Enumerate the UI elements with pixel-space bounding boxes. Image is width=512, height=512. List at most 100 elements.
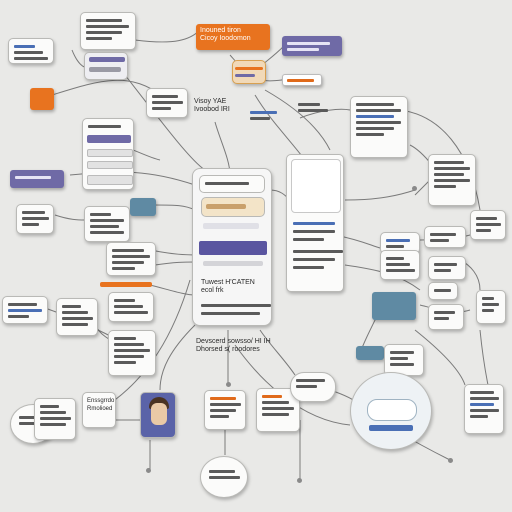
text-line bbox=[470, 391, 494, 394]
text-line bbox=[356, 121, 401, 124]
note-right-3 bbox=[470, 210, 506, 240]
bottom-card-line-2: Rmolioed bbox=[87, 406, 113, 412]
gray-bar bbox=[89, 67, 121, 72]
note-right-10 bbox=[384, 344, 424, 376]
text-line bbox=[482, 309, 495, 312]
text-line bbox=[86, 19, 122, 22]
orange-strip bbox=[100, 282, 152, 287]
text-line bbox=[386, 239, 410, 242]
text-line bbox=[114, 355, 144, 358]
center-image-block bbox=[201, 197, 265, 217]
text-line bbox=[386, 257, 404, 260]
text-line bbox=[88, 125, 121, 128]
text-line bbox=[86, 31, 122, 34]
label-small bbox=[248, 108, 284, 123]
text-line bbox=[390, 351, 414, 354]
text-line bbox=[210, 415, 229, 418]
text-line bbox=[434, 173, 464, 176]
text-line bbox=[476, 217, 497, 220]
text-line bbox=[250, 117, 270, 120]
input-bar bbox=[87, 149, 133, 157]
text-line bbox=[62, 305, 81, 308]
note-bottom-2 bbox=[204, 390, 246, 430]
text-line bbox=[40, 411, 66, 414]
connector-dot bbox=[412, 186, 417, 191]
text-line bbox=[356, 109, 401, 112]
purple-bar bbox=[87, 135, 131, 143]
text-line bbox=[112, 249, 144, 252]
input-bar bbox=[87, 161, 133, 169]
text-line bbox=[62, 317, 93, 320]
cloud-node bbox=[290, 372, 336, 402]
text-line bbox=[14, 51, 43, 54]
text-line bbox=[356, 127, 394, 130]
note-right-9 bbox=[428, 304, 464, 330]
text-line bbox=[40, 423, 66, 426]
hub-bar bbox=[235, 67, 263, 70]
small-badge bbox=[282, 74, 322, 86]
input-bar bbox=[203, 223, 259, 229]
text-line bbox=[482, 297, 495, 300]
note-bottom-1 bbox=[34, 398, 76, 440]
text-line bbox=[287, 42, 331, 45]
text-line bbox=[386, 263, 410, 266]
connector-dot bbox=[448, 458, 453, 463]
center-panel: Tuwest H'CATEN ecol frk bbox=[192, 168, 272, 326]
text-line bbox=[112, 261, 144, 264]
text-line bbox=[434, 311, 455, 314]
text-line bbox=[434, 161, 464, 164]
text-line bbox=[293, 222, 335, 225]
text-line bbox=[293, 266, 324, 269]
note-left-6 bbox=[2, 296, 48, 324]
note-left-8 bbox=[108, 330, 156, 376]
text-line bbox=[262, 401, 289, 404]
text-line bbox=[8, 309, 43, 312]
text-line bbox=[210, 403, 241, 406]
text-line bbox=[90, 219, 125, 222]
label-right-of-hub bbox=[296, 100, 336, 115]
text-line bbox=[112, 255, 150, 258]
note-right-5 bbox=[380, 250, 420, 280]
center-header bbox=[199, 175, 265, 193]
note-left-5 bbox=[108, 292, 154, 322]
teal-tag-left bbox=[130, 198, 156, 216]
text-line bbox=[210, 397, 236, 400]
text-line bbox=[114, 311, 149, 314]
text-line bbox=[430, 233, 456, 236]
card-bottom-left: Enssgrrdo Rmolioed bbox=[82, 392, 116, 428]
note-right-6 bbox=[428, 256, 466, 280]
text-line bbox=[434, 269, 451, 272]
text-line bbox=[293, 250, 343, 253]
text-line bbox=[8, 315, 29, 318]
text-line bbox=[390, 357, 408, 360]
text-line bbox=[114, 343, 144, 346]
text-line bbox=[482, 303, 499, 306]
circle-node-bottom bbox=[200, 456, 248, 498]
caption-line-2: Dhorsed s( roodores bbox=[196, 346, 260, 353]
text-line bbox=[90, 213, 111, 216]
text-line bbox=[209, 470, 235, 473]
text-line bbox=[40, 405, 59, 408]
text-line bbox=[14, 57, 49, 60]
text-line bbox=[386, 269, 415, 272]
orange-left-tag bbox=[30, 88, 54, 110]
note-left-2 bbox=[16, 204, 54, 234]
circle-node-large bbox=[350, 372, 432, 450]
purple-bar bbox=[89, 57, 125, 62]
note-right-4 bbox=[424, 226, 466, 248]
caption-line-1: Devscerd sowsso/ HI IH bbox=[196, 338, 271, 345]
text-line bbox=[19, 422, 43, 425]
text-line bbox=[209, 476, 240, 479]
center-text-1: Tuwest H'CATEN bbox=[201, 279, 255, 286]
connector-hub bbox=[232, 60, 266, 84]
teal-tag-right bbox=[372, 292, 416, 320]
note-left-4 bbox=[106, 242, 156, 276]
text-line bbox=[152, 107, 171, 110]
purple-tag-top bbox=[282, 36, 342, 56]
note-right-8 bbox=[476, 290, 506, 324]
mid-label-line-1: Visoy YAE bbox=[194, 98, 227, 105]
text-line bbox=[476, 223, 502, 226]
text-line bbox=[470, 415, 488, 418]
text-line bbox=[293, 238, 324, 241]
